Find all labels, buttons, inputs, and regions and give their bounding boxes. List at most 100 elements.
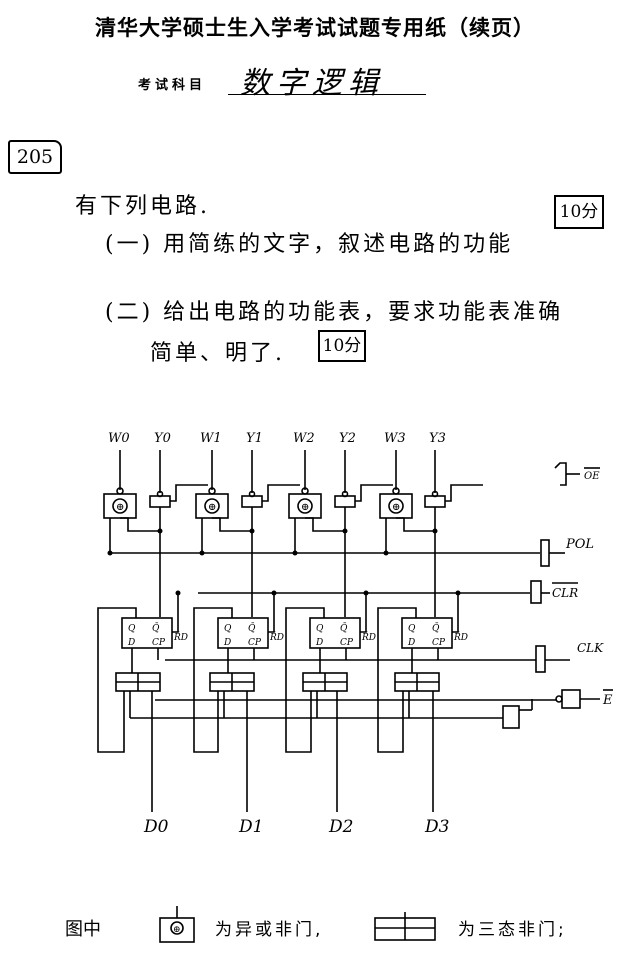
- output-label-D3: D3: [424, 817, 449, 837]
- ff-pin-d: D: [315, 638, 323, 648]
- junction-dot: [342, 528, 348, 534]
- ff-pin-qn: Q̄: [340, 622, 348, 634]
- legend-xnor-desc: 为异或非门,: [215, 920, 324, 940]
- enable-wire: [445, 484, 483, 502]
- ff-pin-q: Q: [224, 624, 232, 634]
- part2-score: 10分: [318, 330, 366, 362]
- bidirectional-buffer: [241, 495, 263, 508]
- ff-pin-qn: Q̄: [248, 622, 256, 634]
- output-label-D1: D1: [238, 817, 263, 837]
- input-label-W2: W2: [293, 431, 315, 446]
- ff-pin-q: Q: [408, 624, 416, 634]
- input-label-Y3: Y3: [429, 431, 446, 446]
- ff-pin-cp: CP: [340, 638, 354, 648]
- question-intro: 有下列电路.: [75, 194, 210, 219]
- xor-symbol: ⊕: [116, 502, 124, 513]
- xor-circle: [388, 498, 404, 514]
- clr-wire: [268, 593, 275, 633]
- feedback-wire: [193, 607, 233, 753]
- part1-score: 10分: [554, 195, 604, 229]
- subject-label: 考试科目: [138, 78, 207, 93]
- question-number: 205: [8, 140, 62, 174]
- clr-label: CLR: [552, 586, 578, 600]
- ff-pin-rd: R̄D: [361, 631, 376, 643]
- e-label: E: [602, 693, 613, 708]
- inversion-bubble: [392, 487, 400, 495]
- oe-buffer: [554, 462, 567, 486]
- ff-pin-rd: R̄D: [173, 631, 188, 643]
- ff-pin-cp: CP: [248, 638, 262, 648]
- xor-symbol: ⊕: [301, 502, 309, 513]
- enable-wire: [355, 484, 393, 502]
- ff-pin-q: Q: [128, 624, 136, 634]
- input-label-W3: W3: [384, 431, 406, 446]
- question-part2: (二) 给出电路的功能表，要求功能表准确: [105, 300, 564, 325]
- wire: [396, 517, 435, 532]
- xor-symbol: ⊕: [392, 502, 400, 513]
- clk-buffer: [535, 645, 546, 673]
- junction-dot: [249, 528, 255, 534]
- ff-pin-cp: CP: [152, 638, 166, 648]
- junction-dot: [175, 590, 181, 596]
- inversion-bubble: [208, 487, 216, 495]
- input-label-Y1: Y1: [246, 431, 263, 446]
- inversion-bubble: [248, 490, 256, 498]
- subject-value: 数字逻辑: [240, 66, 384, 101]
- ff-pin-d: D: [407, 638, 415, 648]
- clr-wire: [452, 593, 459, 633]
- enable-wire: [170, 484, 208, 502]
- question-part1: (一) 用简练的文字，叙述电路的功能: [105, 232, 514, 257]
- xor-circle: [297, 498, 313, 514]
- junction-dot: [432, 528, 438, 534]
- oe-label: OE: [584, 471, 600, 482]
- inversion-bubble: [116, 487, 124, 495]
- enable-wire: [262, 484, 300, 502]
- clk-label: CLK: [577, 641, 604, 655]
- question-part2-continued: 简单、明了.: [150, 341, 285, 366]
- xor-circle: [204, 498, 220, 514]
- input-label-W0: W0: [108, 431, 130, 446]
- xor-symbol: ⊕: [208, 502, 216, 513]
- ff-pin-q: Q: [316, 624, 324, 634]
- bidirectional-buffer: [334, 495, 356, 508]
- bidirectional-buffer: [149, 495, 171, 508]
- legend-prefix: 图中: [65, 919, 101, 940]
- input-label-Y2: Y2: [339, 431, 356, 446]
- ff-pin-cp: CP: [432, 638, 446, 648]
- feedback-wire: [97, 607, 137, 753]
- clr-wire: [172, 593, 179, 633]
- page-title: 清华大学硕士生入学考试试题专用纸（续页）: [95, 15, 535, 40]
- input-label-W1: W1: [200, 431, 222, 446]
- pol-buffer: [540, 539, 550, 567]
- legend-xor-symbol: ⊕: [173, 925, 181, 935]
- ff-pin-rd: R̄D: [453, 631, 468, 643]
- feedback-wire: [377, 607, 417, 753]
- pol-label: POL: [565, 537, 594, 552]
- junction-dot: [157, 528, 163, 534]
- output-label-D0: D0: [143, 817, 169, 837]
- ff-pin-d: D: [127, 638, 135, 648]
- inversion-bubble: [301, 487, 309, 495]
- d-flip-flop: [121, 617, 173, 649]
- ff-pin-rd: R̄D: [269, 631, 284, 643]
- nand-gate: [502, 705, 520, 729]
- ff-pin-d: D: [223, 638, 231, 648]
- clr-wire: [360, 593, 367, 633]
- inversion-bubble: [555, 695, 563, 703]
- wire: [212, 517, 252, 532]
- xor-circle: [112, 498, 128, 514]
- d-flip-flop: [217, 617, 269, 649]
- e-inverter: [561, 689, 581, 709]
- d-flip-flop: [309, 617, 361, 649]
- clr-buffer: [530, 580, 542, 604]
- inversion-bubble: [431, 490, 439, 498]
- subject-underline: [228, 94, 426, 95]
- input-label-Y0: Y0: [154, 431, 171, 446]
- d-flip-flop: [401, 617, 453, 649]
- xor-circle: [170, 921, 184, 935]
- output-label-D2: D2: [328, 817, 353, 837]
- feedback-wire: [285, 607, 325, 753]
- ff-pin-qn: Q̄: [432, 622, 440, 634]
- inversion-bubble: [156, 490, 164, 498]
